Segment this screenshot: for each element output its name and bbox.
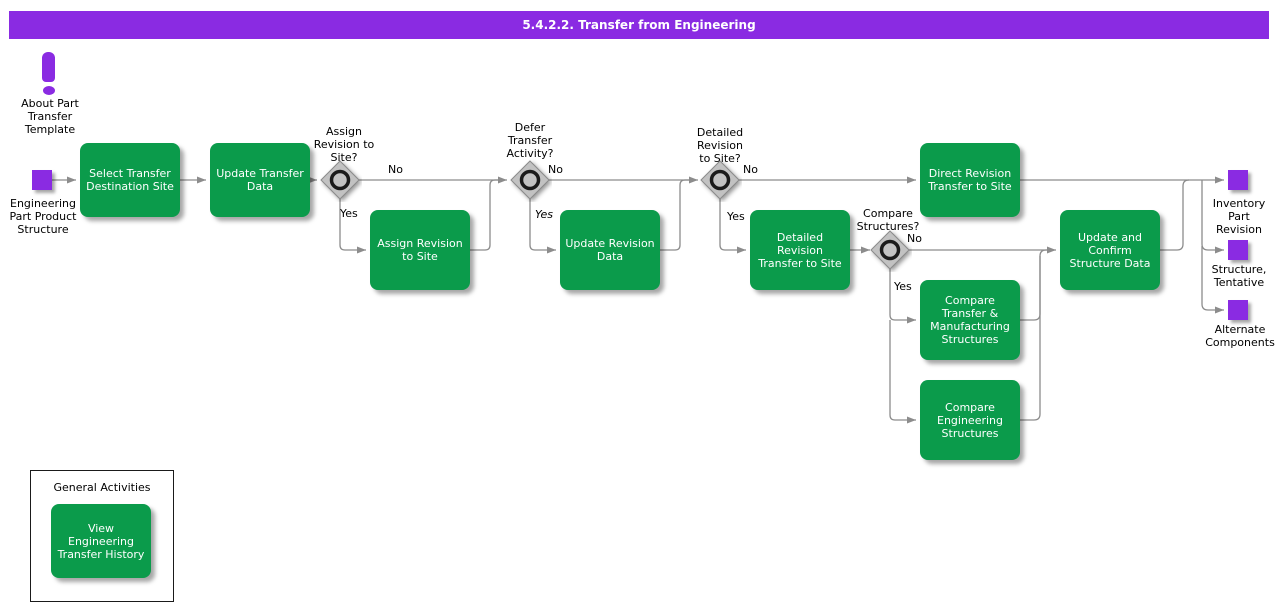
task-direct-revision-transfer-to-site[interactable]: Direct Revision Transfer to Site bbox=[920, 143, 1020, 217]
decision-compare-question: Compare Structures? bbox=[856, 207, 920, 233]
page-title: 5.4.2.2. Transfer from Engineering bbox=[522, 18, 756, 32]
decision-assign-question: Assign Revision to Site? bbox=[313, 125, 375, 164]
start-node-label: Engineering Part Product Structure bbox=[9, 197, 77, 236]
task-label: Compare Engineering Structures bbox=[937, 400, 1003, 440]
task-label: Update and Confirm Structure Data bbox=[1069, 230, 1151, 270]
decision-assign-no-label: No bbox=[388, 163, 403, 176]
task-update-and-confirm-structure-data[interactable]: Update and Confirm Structure Data bbox=[1060, 210, 1160, 290]
task-label: Compare Transfer & Manufacturing Structu… bbox=[930, 294, 1010, 346]
decision-defer-yes-label: Yes bbox=[535, 208, 554, 221]
task-update-revision-data[interactable]: Update Revision Data bbox=[560, 210, 660, 290]
decision-diamond-icon bbox=[510, 160, 550, 200]
decision-defer-no-label: No bbox=[548, 163, 563, 176]
end-node-inventory-part-revision[interactable] bbox=[1228, 170, 1248, 190]
task-label: Direct Revision Transfer to Site bbox=[928, 167, 1012, 193]
task-view-engineering-transfer-history[interactable]: View Engineering Transfer History bbox=[51, 504, 151, 578]
general-activities-panel: General Activities View Engineering Tran… bbox=[30, 470, 174, 602]
task-label: Update Revision Data bbox=[565, 237, 655, 263]
task-compare-engineering-structures[interactable]: Compare Engineering Structures bbox=[920, 380, 1020, 460]
decision-defer-transfer-activity bbox=[508, 158, 552, 202]
end-node-structure-tentative[interactable] bbox=[1228, 240, 1248, 260]
about-label: About Part Transfer Template bbox=[21, 97, 79, 136]
about-exclamation-dot-icon[interactable] bbox=[43, 86, 55, 95]
decision-detailed-yes-label: Yes bbox=[727, 210, 745, 223]
decision-compare-structures bbox=[868, 228, 912, 272]
decision-detailed-revision-to-site bbox=[698, 158, 742, 202]
decision-diamond-icon bbox=[870, 230, 910, 270]
task-assign-revision-to-site[interactable]: Assign Revision to Site bbox=[370, 210, 470, 290]
task-select-transfer-destination-site[interactable]: Select Transfer Destination Site bbox=[80, 143, 180, 217]
task-label: Select Transfer Destination Site bbox=[86, 167, 174, 193]
task-compare-transfer-manufacturing-structures[interactable]: Compare Transfer & Manufacturing Structu… bbox=[920, 280, 1020, 360]
decision-diamond-icon bbox=[700, 160, 740, 200]
end-node-structure-label: Structure, Tentative bbox=[1211, 263, 1267, 289]
end-node-alternate-components[interactable] bbox=[1228, 300, 1248, 320]
start-node-engineering-part-product-structure[interactable] bbox=[32, 170, 52, 190]
end-node-alternate-label: Alternate Components bbox=[1205, 323, 1275, 349]
decision-compare-yes-label: Yes bbox=[894, 280, 912, 293]
decision-compare-no-label: No bbox=[907, 232, 922, 245]
task-label: Detailed Revision Transfer to Site bbox=[758, 230, 842, 270]
about-exclamation-icon[interactable] bbox=[42, 52, 55, 82]
task-label: Update Transfer Data bbox=[216, 167, 304, 193]
decision-detailed-no-label: No bbox=[743, 163, 758, 176]
task-label: View Engineering Transfer History bbox=[57, 521, 145, 561]
decision-assign-revision-to-site bbox=[318, 158, 362, 202]
general-activities-title: General Activities bbox=[53, 481, 151, 494]
task-update-transfer-data[interactable]: Update Transfer Data bbox=[210, 143, 310, 217]
decision-diamond-icon bbox=[320, 160, 360, 200]
task-detailed-revision-transfer-to-site[interactable]: Detailed Revision Transfer to Site bbox=[750, 210, 850, 290]
title-bar: 5.4.2.2. Transfer from Engineering bbox=[9, 11, 1269, 39]
decision-defer-question: Defer Transfer Activity? bbox=[506, 121, 554, 160]
decision-assign-yes-label: Yes bbox=[340, 207, 358, 220]
task-label: Assign Revision to Site bbox=[377, 237, 463, 263]
end-node-inventory-label: Inventory Part Revision bbox=[1212, 197, 1266, 236]
